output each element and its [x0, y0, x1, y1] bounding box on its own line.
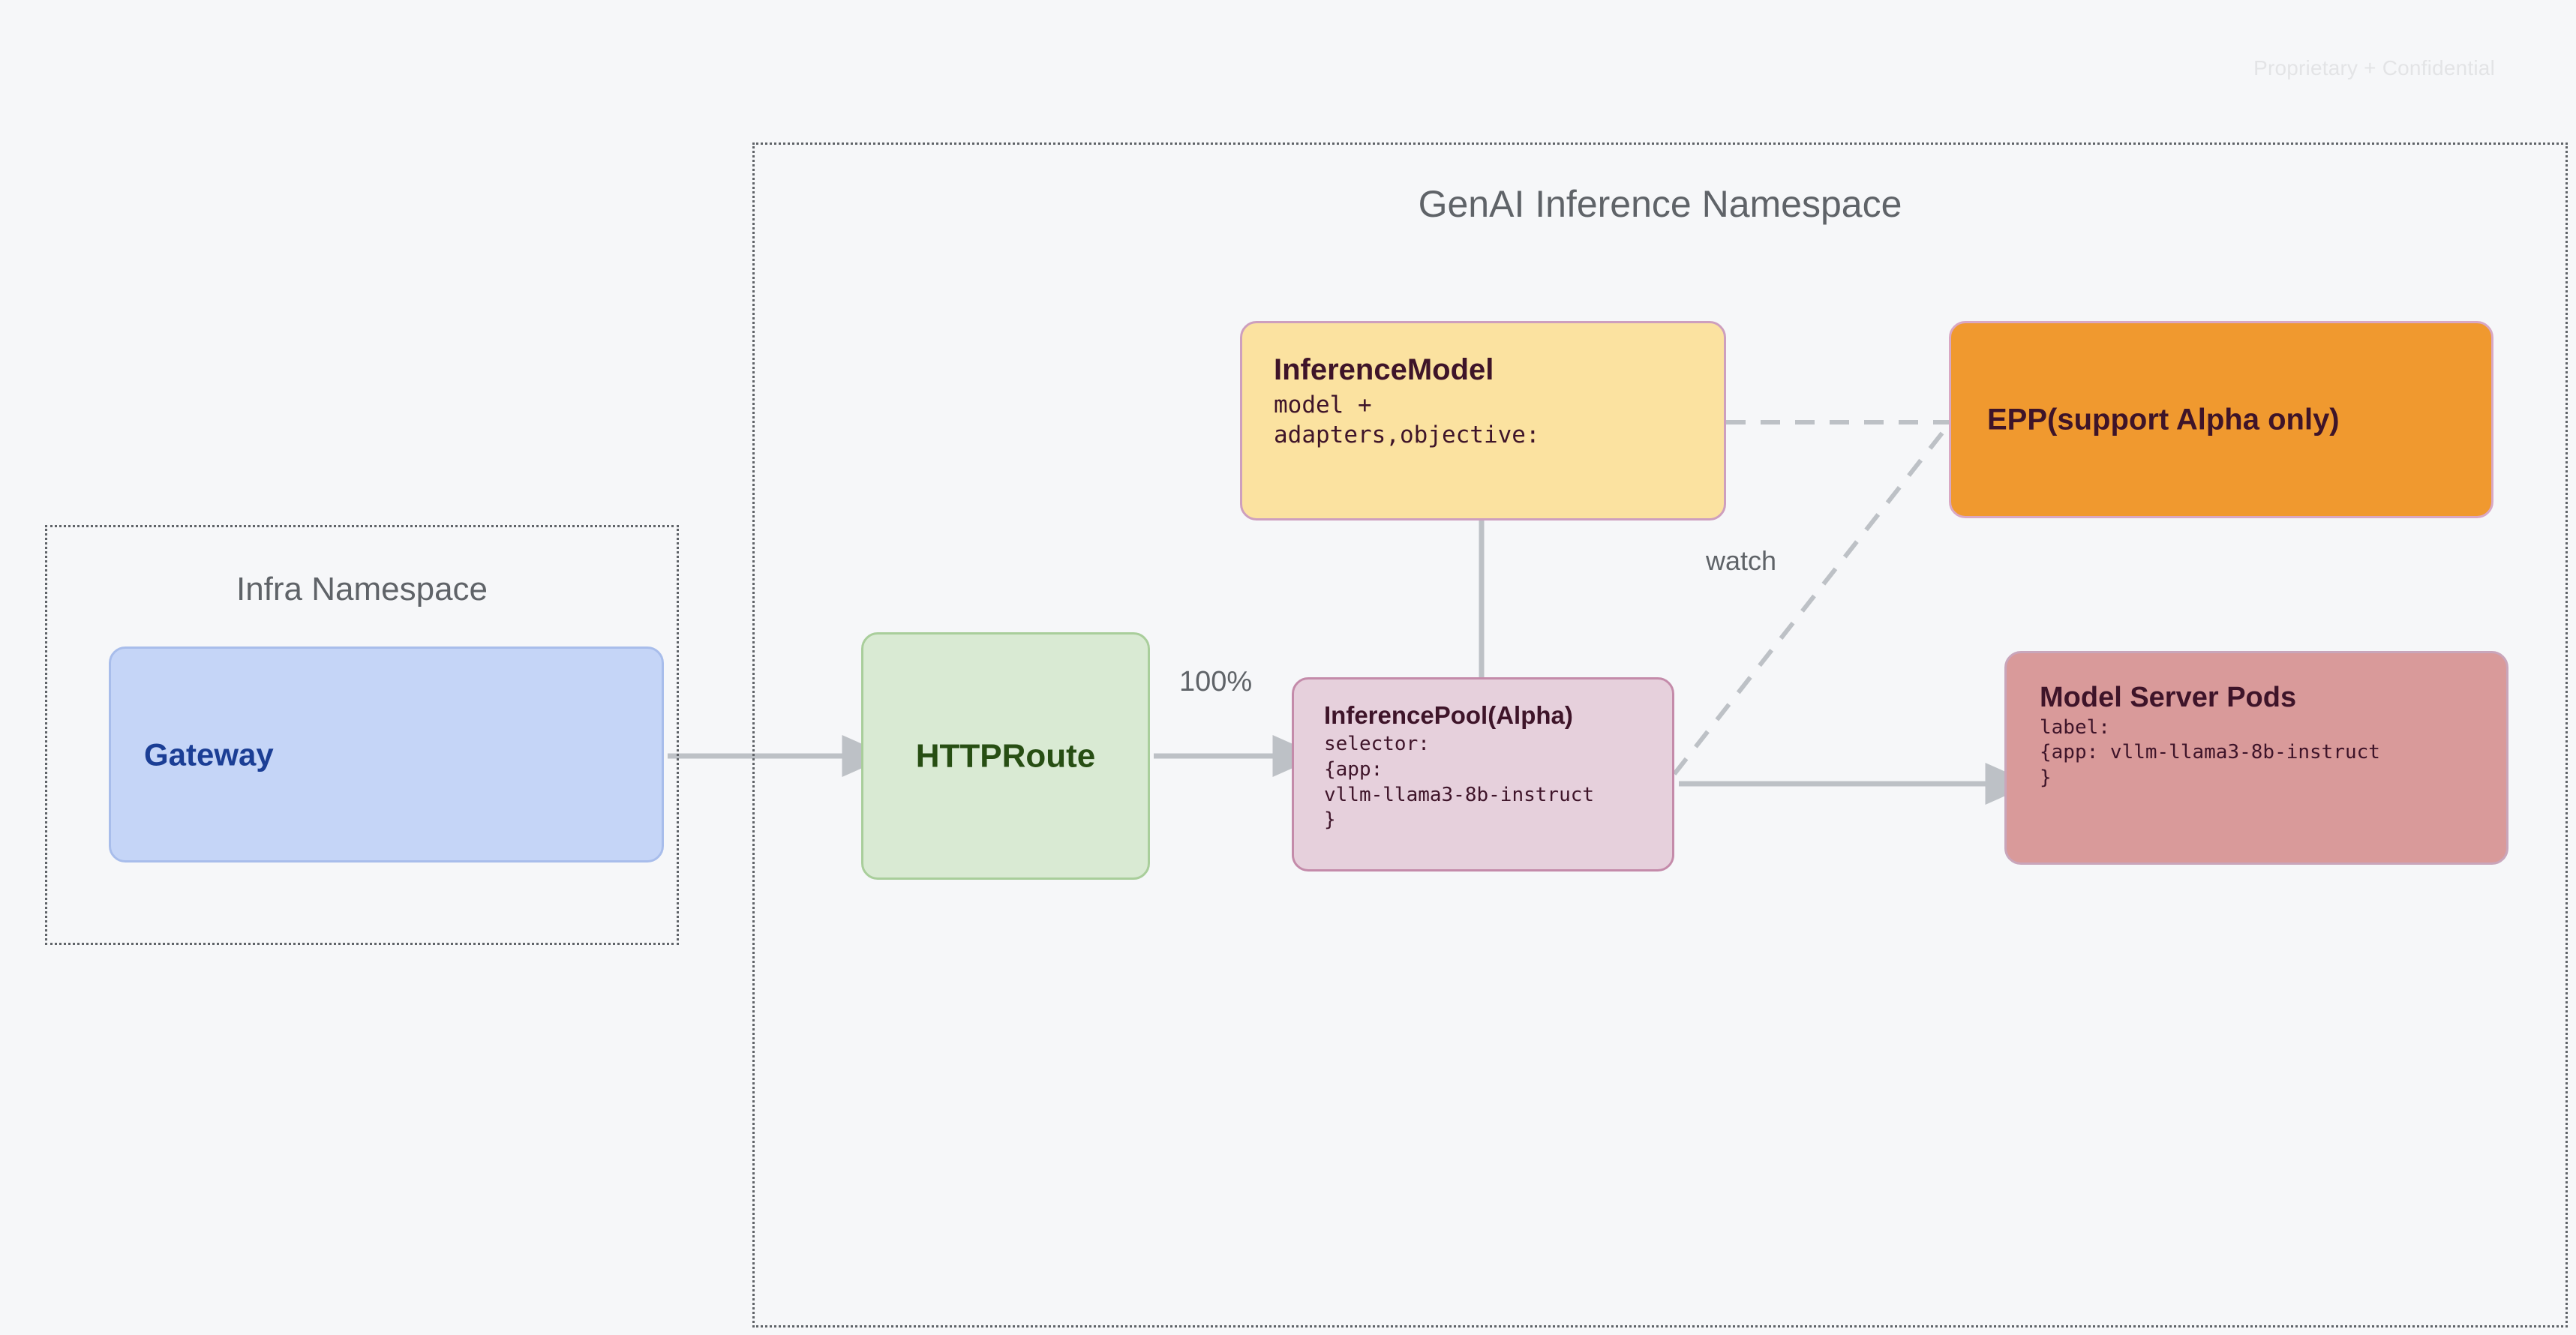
- node-inferencemodel[interactable]: InferenceModel model + adapters,objectiv…: [1240, 321, 1726, 520]
- node-model-server-pods-title: Model Server Pods: [2040, 682, 2297, 713]
- namespace-genai-title: GenAI Inference Namespace: [1418, 183, 1902, 225]
- node-inferencepool-spec: selector: {app: vllm-llama3-8b-instruct …: [1324, 732, 1595, 832]
- node-model-server-pods-spec: label: {app: vllm-llama3-8b-instruct }: [2040, 716, 2380, 790]
- namespace-genai: GenAI Inference Namespace: [752, 142, 2568, 1328]
- node-gateway[interactable]: Gateway: [109, 646, 664, 862]
- confidential-watermark: Proprietary + Confidential: [2253, 56, 2495, 80]
- node-inferencepool-title: InferencePool(Alpha): [1324, 701, 1573, 729]
- node-gateway-title: Gateway: [144, 736, 274, 772]
- node-inferencemodel-title: InferenceModel: [1274, 353, 1494, 386]
- node-epp-title: EPP(support Alpha only): [1987, 403, 2340, 436]
- node-httproute[interactable]: HTTPRoute: [861, 632, 1150, 880]
- node-epp[interactable]: EPP(support Alpha only): [1949, 321, 2493, 518]
- edge-label-traffic-weight: 100%: [1179, 666, 1253, 698]
- edge-label-watch: watch: [1706, 545, 1777, 576]
- namespace-infra-title: Infra Namespace: [236, 571, 488, 608]
- node-inferencemodel-spec: model + adapters,objective:: [1274, 391, 1540, 449]
- namespace-infra: Infra Namespace: [45, 525, 679, 945]
- node-inferencepool[interactable]: InferencePool(Alpha) selector: {app: vll…: [1292, 677, 1674, 872]
- node-httproute-title: HTTPRoute: [915, 737, 1096, 775]
- node-model-server-pods[interactable]: Model Server Pods label: {app: vllm-llam…: [2004, 651, 2508, 865]
